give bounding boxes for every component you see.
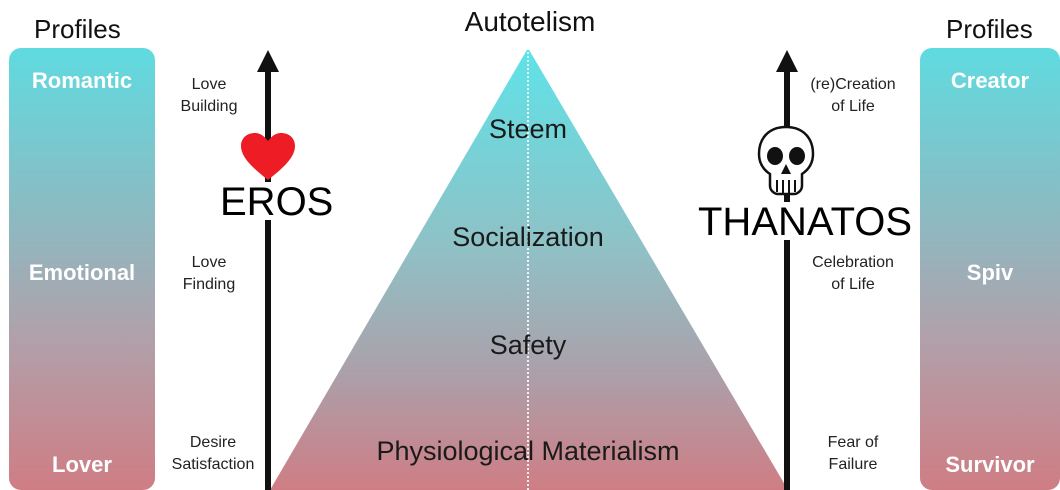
- eros-label-backing: [224, 182, 310, 220]
- pyramid-level-socialization: Socialization: [452, 222, 604, 252]
- thanatos-level-middle-line1: Celebration: [812, 254, 894, 271]
- eros-level-bottom: Desire Satisfaction: [160, 432, 266, 476]
- right-profile-middle: Spiv: [966, 260, 1014, 285]
- left-profiles-bar: Romantic Emotional Lover: [9, 48, 155, 490]
- skull-icon: [757, 125, 815, 196]
- eros-label: EROS: [220, 180, 334, 224]
- heart-icon: [241, 133, 295, 180]
- thanatos-level-top: (re)Creation of Life: [796, 74, 910, 118]
- thanatos-level-bottom-line1: Fear of: [827, 434, 879, 451]
- thanatos-axis-line: [784, 70, 790, 490]
- right-profiles-heading: Profiles: [946, 14, 1033, 44]
- thanatos-level-top-line2: of Life: [831, 98, 875, 115]
- right-profile-top: Creator: [950, 68, 1030, 93]
- thanatos-arrowhead: [776, 50, 798, 72]
- pyramid-level-safety: Safety: [489, 330, 567, 360]
- eros-axis-line: [265, 70, 271, 490]
- right-profile-bottom: Survivor: [945, 452, 1035, 477]
- left-profile-top: Romantic: [31, 68, 133, 93]
- eros-level-top-line2: Building: [180, 98, 238, 115]
- pyramid-level-steem: Steem: [488, 114, 568, 144]
- pyramid-level-physiological: Physiological Materialism: [376, 436, 680, 466]
- left-profiles-heading: Profiles: [34, 14, 121, 44]
- eros-level-top: Love Building: [170, 74, 248, 118]
- eros-arrowhead: [257, 50, 279, 72]
- eros-level-bottom-line2: Satisfaction: [171, 456, 255, 473]
- thanatos-level-bottom: Fear of Failure: [796, 432, 910, 476]
- thanatos-label: THANATOS: [698, 200, 913, 244]
- thanatos-level-middle-line2: of Life: [831, 276, 875, 293]
- eros-level-middle-line1: Love: [191, 254, 227, 271]
- thanatos-level-top-line1: (re)Creation: [810, 76, 896, 93]
- eros-level-top-line1: Love: [191, 76, 227, 93]
- thanatos-level-middle: Celebration of Life: [796, 252, 910, 296]
- eros-level-bottom-line1: Desire: [189, 434, 237, 451]
- diagram-title: Autotelism: [464, 6, 596, 37]
- right-profiles-bar: Creator Spiv Survivor: [920, 48, 1060, 490]
- thanatos-label-backing: [700, 202, 892, 240]
- left-profile-middle: Emotional: [28, 260, 136, 285]
- thanatos-level-bottom-line2: Failure: [828, 456, 878, 473]
- eros-level-middle: Love Finding: [170, 252, 248, 296]
- left-profile-bottom: Lover: [52, 452, 112, 477]
- eros-level-middle-line2: Finding: [182, 276, 236, 293]
